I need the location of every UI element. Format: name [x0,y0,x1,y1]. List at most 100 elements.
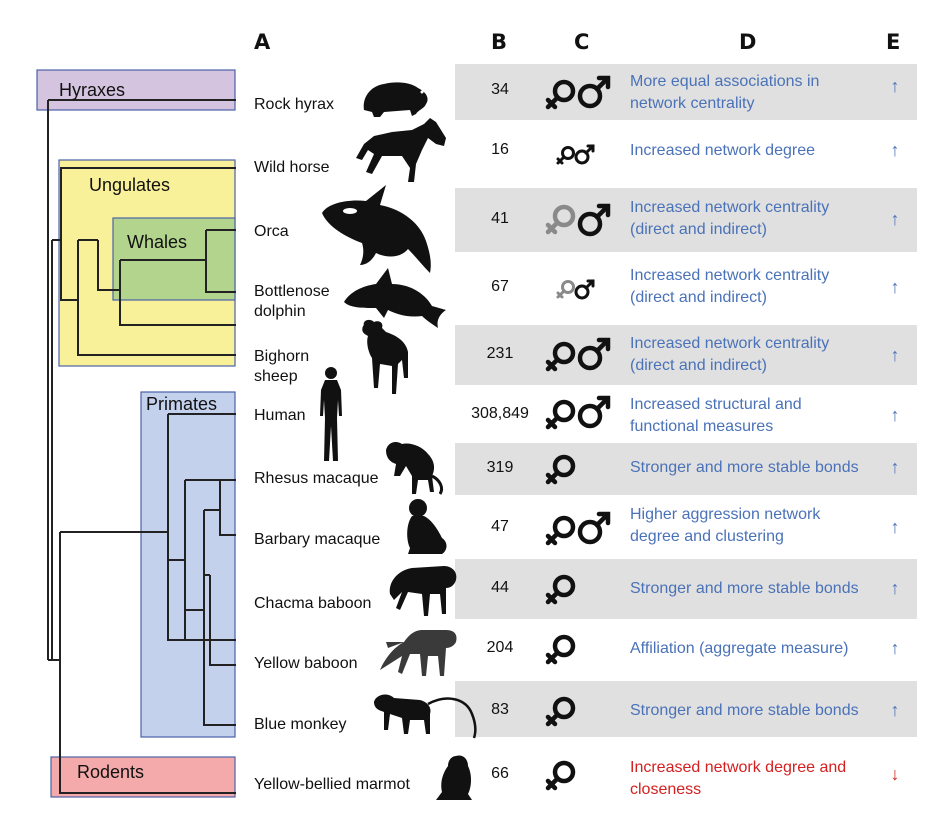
clade-label-hyraxes: Hyraxes [59,80,126,100]
direction-arrow-blue-monkey: ↑ [890,700,900,720]
direction-arrow-yellow-baboon: ↑ [890,638,900,658]
blue-monkey-silhouette [374,694,477,739]
sample-size-bighorn-sheep: 231 [486,345,514,362]
sample-size-rock-hyrax: 34 [491,81,509,98]
direction-arrow-human: ↑ [890,405,900,425]
column-header-a: A [254,30,271,54]
finding-chacma-baboon: Stronger and more stable bonds [630,580,859,597]
row-shade-bighorn-sheep [455,325,917,385]
female-symbol-icon [545,696,576,727]
direction-arrow-bighorn-sheep: ↑ [890,345,900,365]
orca-silhouette [322,185,431,273]
female-symbol-icon [545,515,576,546]
dolphin-silhouette [344,268,446,328]
hyrax-silhouette [363,82,428,117]
animal-name-bighorn-sheep: Bighorn sheep [254,348,310,385]
direction-arrow-orca: ↑ [890,209,900,229]
female-symbol-icon [545,454,576,485]
sex-symbols-barbary-macaque [545,511,611,546]
finding-bighorn-sheep: Increased network centrality (direct and… [630,335,830,374]
animal-name-bottlenose-dolphin: Bottlenose dolphin [254,283,330,320]
animal-name-yellow-baboon: Yellow baboon [254,655,358,672]
direction-arrow-rhesus-macaque: ↑ [890,457,900,477]
sample-size-yellow-baboon: 204 [486,639,514,656]
barbary-macaque-silhouette [407,499,447,554]
male-symbol-icon [577,395,611,429]
male-symbol-icon [577,203,611,237]
column-header-e: E [886,30,901,54]
direction-arrow-wild-horse: ↑ [890,140,900,160]
direction-arrow-bottlenose-dolphin: ↑ [890,277,900,297]
finding-yellow-baboon: Affiliation (aggregate measure) [630,640,849,657]
animal-name-orca: Orca [254,223,289,240]
animal-name-rhesus-macaque: Rhesus macaque [254,470,379,487]
row-shade-blue-monkey [455,681,917,737]
animal-name-yellow-bellied-marmot: Yellow-bellied marmot [254,776,410,793]
sex-symbols-orca [545,203,611,237]
sex-symbols-human [545,395,611,430]
sample-size-blue-monkey: 83 [491,701,509,718]
sex-symbols-rhesus-macaque [545,454,576,485]
male-symbol-icon [577,337,611,371]
marmot-silhouette [436,755,472,800]
horse-silhouette [356,118,446,182]
sex-symbols-yellow-baboon [545,634,576,665]
clade-box-hyraxes [36,69,236,111]
female-symbol-icon [545,760,576,791]
sample-size-human: 308,849 [471,405,529,422]
clade-box-primates [140,391,236,738]
sample-size-barbary-macaque: 47 [491,518,509,535]
clade-label-ungulates: Ungulates [89,175,171,195]
finding-yellow-bellied-marmot: Increased network degree and closeness [630,759,847,798]
sex-symbols-chacma-baboon [545,574,576,605]
column-header-c: C [574,30,590,54]
bighorn-sheep-silhouette [362,319,408,394]
animal-name-rock-hyrax: Rock hyrax [254,96,335,113]
sex-symbols-wild-horse [556,144,595,165]
sample-size-orca: 41 [491,210,509,227]
sample-size-wild-horse: 16 [491,141,509,158]
male-symbol-icon [577,75,611,109]
clade-label-whales: Whales [127,232,188,252]
male-symbol-icon [574,144,595,165]
sex-symbols-bottlenose-dolphin [556,279,595,300]
sex-symbols-blue-monkey [545,696,576,727]
female-symbol-icon [556,146,575,165]
sex-symbols-rock-hyrax [545,75,611,110]
phylogenetic-tree [36,69,236,798]
finding-wild-horse: Increased network degree [630,142,815,159]
clade-box-rodents [50,756,236,798]
female-symbol-icon [545,399,576,430]
finding-rock-hyrax: More equal associations in network centr… [630,73,820,112]
yellow-baboon-silhouette [380,630,457,676]
sex-symbols-bighorn-sheep [545,337,611,372]
animal-name-chacma-baboon: Chacma baboon [254,595,372,612]
row-shade-rhesus-macaque [455,443,917,495]
clade-label-rodents: Rodents [77,762,145,782]
finding-human: Increased structural and functional meas… [630,396,802,435]
direction-arrow-yellow-bellied-marmot: ↓ [890,764,900,784]
rhesus-macaque-silhouette [386,442,444,495]
sample-size-rhesus-macaque: 319 [486,459,514,476]
human-silhouette [320,367,342,461]
female-symbol-icon [545,634,576,665]
animal-name-wild-horse: Wild horse [254,159,330,176]
sex-symbols-yellow-bellied-marmot [545,760,576,791]
female-symbol-icon [545,574,576,605]
animal-name-human: Human [254,407,306,424]
finding-rhesus-macaque: Stronger and more stable bonds [630,459,859,476]
column-header-d: D [739,30,757,54]
chacma-baboon-silhouette [389,566,457,616]
clade-label-primates: Primates [146,394,218,414]
animal-name-blue-monkey: Blue monkey [254,716,347,733]
sample-size-yellow-bellied-marmot: 66 [491,765,509,782]
finding-blue-monkey: Stronger and more stable bonds [630,702,859,719]
direction-arrow-barbary-macaque: ↑ [890,517,900,537]
sample-size-chacma-baboon: 44 [491,579,509,596]
female-symbol-icon [545,341,576,372]
male-symbol-icon [577,511,611,545]
column-header-b: B [491,30,508,54]
row-shade-chacma-baboon [455,559,917,619]
direction-arrow-rock-hyrax: ↑ [890,76,900,96]
animal-name-barbary-macaque: Barbary macaque [254,531,381,548]
